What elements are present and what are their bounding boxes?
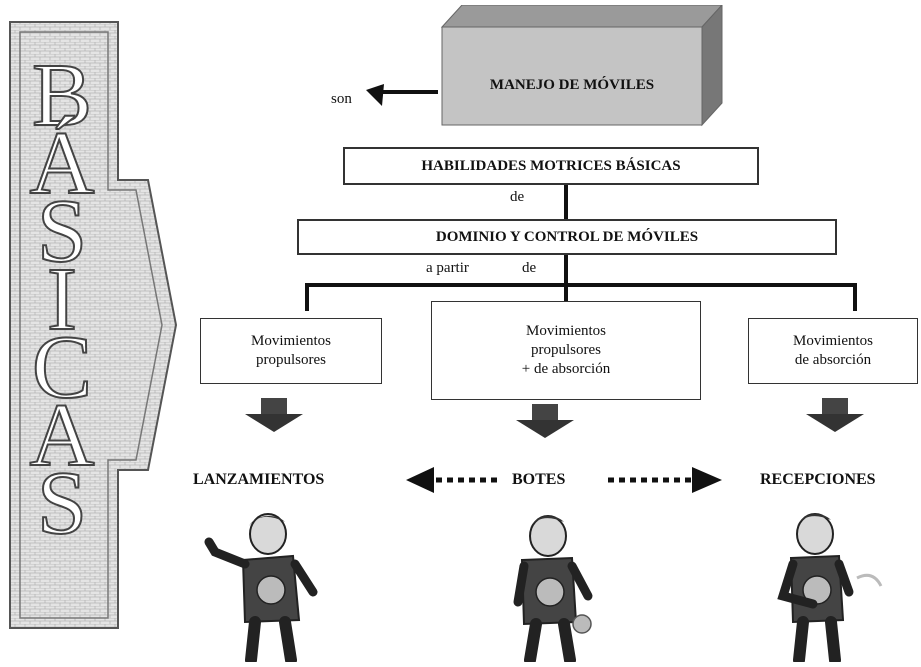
left-letter: Á: [29, 114, 96, 213]
left-arrow-letters: B Á S I C A S: [18, 46, 106, 553]
kid-bouncing-illustration: [513, 515, 593, 662]
down-arrow-icon: [806, 398, 864, 432]
branch-line-text: + de absorción: [521, 361, 611, 377]
son-label: son: [331, 91, 352, 107]
dotted-right-arrow: [608, 467, 722, 493]
left-letter: S: [36, 182, 88, 281]
recepciones-label: RECEPCIONES: [760, 471, 876, 488]
left-letter: A: [29, 386, 96, 485]
dotted-left-arrow: [406, 467, 498, 493]
kid-throwing-illustration: [204, 513, 318, 662]
left-letter: B: [31, 46, 93, 145]
branch-line-text: propulsores: [531, 342, 601, 358]
down-arrow-icon: [516, 404, 574, 438]
left-letter: S: [36, 454, 88, 553]
connector-line: [564, 255, 568, 285]
branch-box-mixto: Movimientos propulsores + de absorción: [431, 301, 701, 400]
branch-line: [305, 283, 857, 287]
branch-line-text: Movimientos: [792, 333, 873, 349]
left-letter: I: [46, 250, 78, 349]
de-label-2: de: [522, 260, 537, 276]
a-partir-label: a partir: [426, 260, 469, 276]
branch-line-text: de absorción: [794, 352, 872, 368]
branch-drop-right: [853, 283, 857, 311]
left-arrow-shape: [9, 21, 178, 629]
manejo-title: MANEJO DE MÓVILES: [489, 77, 655, 93]
de-label-1: de: [510, 189, 525, 205]
son-arrow: [366, 84, 438, 106]
branch-box-absorcion: Movimientos de absorción: [748, 318, 918, 384]
lanzamientos-label: LANZAMIENTOS: [193, 471, 325, 488]
connector-line: [564, 185, 568, 223]
branch-line-text: Movimientos: [250, 333, 331, 349]
branch-line-text: Movimientos: [525, 323, 606, 339]
dominio-title: DOMINIO Y CONTROL DE MÓVILES: [435, 228, 699, 245]
dominio-box: DOMINIO Y CONTROL DE MÓVILES: [297, 219, 837, 255]
kid-catching-illustration: [777, 513, 883, 662]
left-letter: C: [31, 318, 93, 417]
habilidades-title: HABILIDADES MOTRICES BÁSICAS: [421, 157, 681, 174]
botes-label: BOTES: [512, 471, 566, 488]
top-3d-box: [440, 5, 723, 127]
branch-line-text: propulsores: [255, 352, 326, 368]
down-arrow-icon: [245, 398, 303, 432]
branch-drop-center: [564, 283, 568, 303]
branch-drop-left: [305, 283, 309, 311]
branch-box-propulsores: Movimientos propulsores: [200, 318, 382, 384]
habilidades-box: HABILIDADES MOTRICES BÁSICAS: [343, 147, 759, 185]
